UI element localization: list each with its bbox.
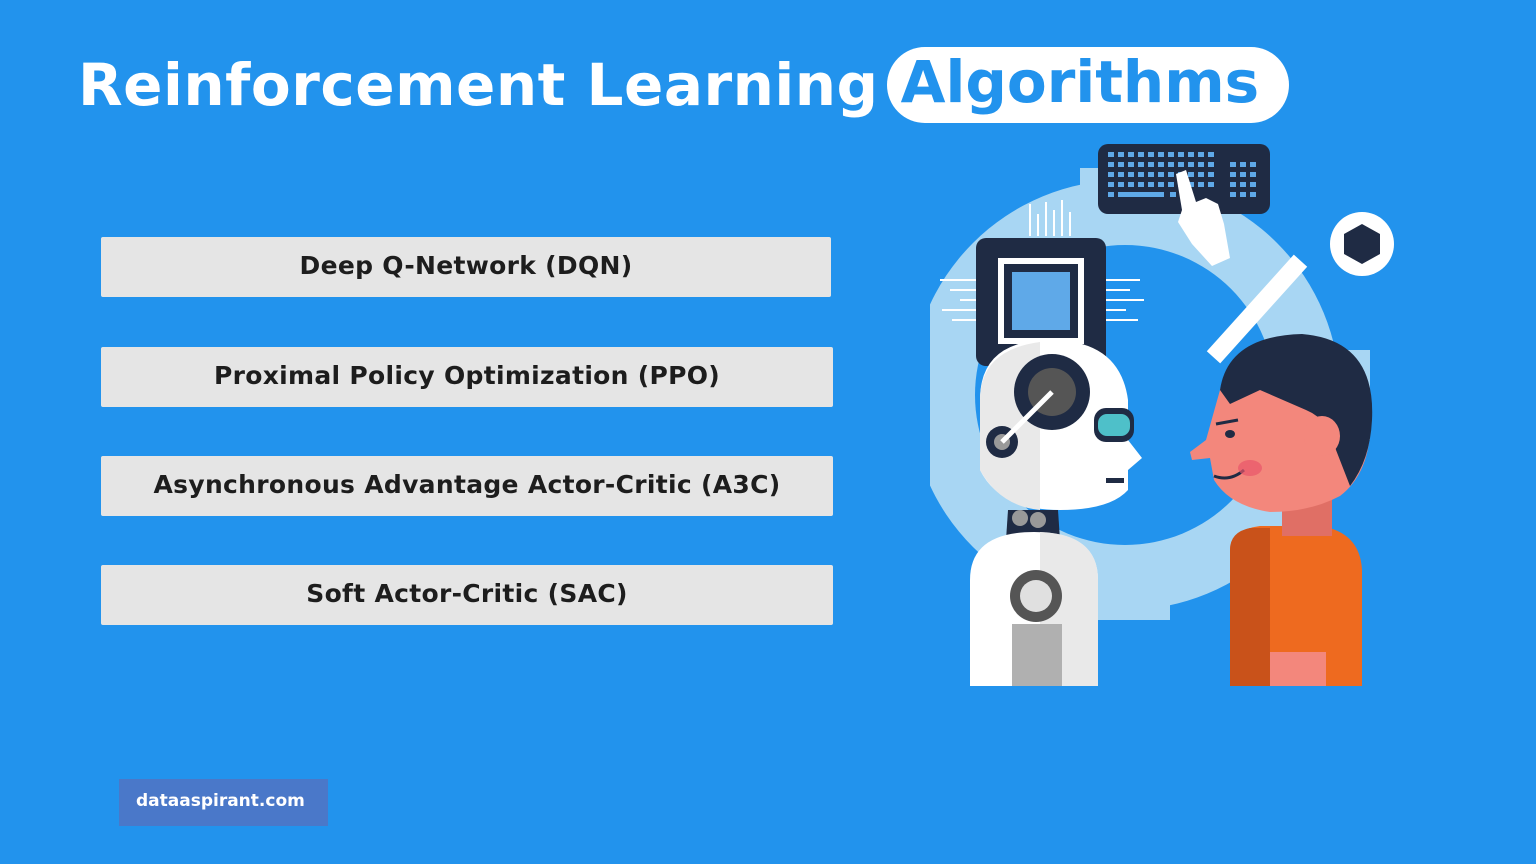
- page-title: Reinforcement Learning Algorithms: [78, 40, 1290, 130]
- cpu-chip-icon: [940, 200, 1144, 366]
- title-main-text: Reinforcement Learning: [78, 51, 879, 119]
- robot-human-illustration: [910, 140, 1400, 686]
- algorithm-item-ppo: Proximal Policy Optimization (PPO): [101, 347, 833, 407]
- algorithm-item-dqn: Deep Q-Network (DQN): [101, 237, 831, 297]
- title-highlight-pill: Algorithms: [886, 47, 1290, 123]
- wrench-icon: [1206, 212, 1394, 364]
- algorithm-item-sac: Soft Actor-Critic (SAC): [101, 565, 833, 625]
- site-badge: dataaspirant.com: [119, 779, 328, 826]
- hand-pointer-icon: [1176, 170, 1230, 266]
- algorithm-item-a3c: Asynchronous Advantage Actor-Critic (A3C…: [101, 456, 833, 516]
- robot-head-icon: [970, 340, 1142, 686]
- person-head-icon: [1190, 334, 1373, 686]
